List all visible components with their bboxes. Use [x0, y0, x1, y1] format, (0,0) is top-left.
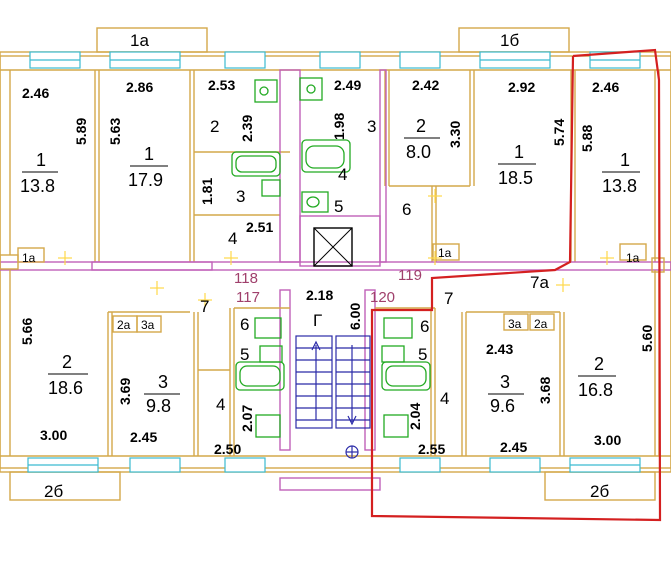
- apt-b-depth: 5.63: [107, 118, 123, 145]
- tag-120: 120: [370, 289, 395, 306]
- apt-h-hall-number: 7: [444, 289, 453, 308]
- small-door-marks: [0, 243, 665, 333]
- apt-g-service-4: 4: [216, 395, 225, 414]
- apt-a-room-number: 1: [36, 150, 46, 170]
- apt-g-depth: 3.69: [117, 378, 133, 405]
- apt-i-room-area: 16.8: [578, 380, 613, 400]
- service-left-width: 2.53: [208, 77, 235, 93]
- apt-h-service-height: 2.04: [407, 403, 423, 430]
- apt-f-width: 3.00: [40, 427, 67, 443]
- service-left-height: 2.39: [239, 115, 255, 142]
- top-interior-walls: [9, 70, 660, 262]
- apt-a-room-area: 13.8: [20, 176, 55, 196]
- stair-letter: Г: [313, 311, 322, 330]
- apt-h-tag-2a: 2а: [534, 317, 548, 331]
- service-left-room-4: 4: [228, 229, 237, 248]
- apt-e-width: 2.46: [592, 79, 619, 95]
- apt-c-room-area: 8.0: [406, 142, 431, 162]
- apt-b-width: 2.86: [126, 79, 153, 95]
- apt-f-depth: 5.66: [19, 318, 35, 345]
- top-balconies: [96, 27, 570, 53]
- apt-e-room-area: 13.8: [602, 176, 637, 196]
- apt-g-tag-2a: 2а: [117, 318, 131, 332]
- apt-b-hall-height: 1.81: [199, 178, 215, 205]
- service-left-hall-width: 2.51: [246, 219, 273, 235]
- apt-h-tag-7a: 7а: [530, 273, 549, 292]
- apt-c-depth: 3.30: [447, 121, 463, 148]
- bottom-balconies: [9, 471, 656, 501]
- apt-d-room-number: 1: [514, 142, 524, 162]
- center-room-3: 3: [367, 117, 376, 136]
- tag-117: 117: [236, 289, 260, 306]
- apt-e-room-number: 1: [620, 150, 630, 170]
- apt-e-loggia: 1а: [626, 251, 640, 265]
- apt-f-room-area: 18.6: [48, 378, 83, 398]
- apt-c-room-number: 2: [416, 116, 426, 136]
- center-service-height: 1.98: [331, 113, 347, 140]
- apt-g-service-6: 6: [240, 315, 249, 334]
- apt-h-service-5: 5: [418, 345, 427, 364]
- apt-h-service-4: 4: [440, 389, 449, 408]
- apt-d-room-area: 18.5: [498, 168, 533, 188]
- center-service-width: 2.49: [334, 77, 361, 93]
- tag-119: 119: [398, 267, 422, 284]
- apt-i-depth: 5.60: [639, 325, 655, 352]
- apt-g-hall-number: 7: [200, 297, 209, 316]
- center-room-4: 4: [338, 165, 347, 184]
- apt-h-tag-3a: 3а: [508, 317, 522, 331]
- apt-h-top-width: 2.43: [486, 341, 513, 357]
- apt-g-room-area: 9.8: [146, 396, 171, 416]
- top-windows: [29, 51, 641, 69]
- apt-h-room-number: 3: [500, 372, 510, 392]
- apt-a-width: 2.46: [22, 85, 49, 101]
- apt-a-depth: 5.89: [73, 118, 89, 145]
- bathroom-fixtures: [231, 77, 431, 438]
- apt-g-service-5: 5: [240, 345, 249, 364]
- corridor-left-small: 1а: [22, 251, 36, 265]
- service-left-room-2: 2: [210, 117, 219, 136]
- balcony-label-top-right: 1б: [500, 31, 519, 50]
- apt-e-depth: 5.88: [579, 125, 595, 152]
- stair-height: 6.00: [347, 303, 363, 330]
- apt-c-width: 2.42: [412, 77, 439, 93]
- service-left-room-3: 3: [236, 187, 245, 206]
- highlighted-apartment-outline: [370, 48, 662, 522]
- apt-h-room-area: 9.6: [490, 396, 515, 416]
- center-room-5: 5: [334, 197, 343, 216]
- apt-g-width: 2.45: [130, 429, 157, 445]
- labels: 1а 1б 2б 2б 2.46 5.89 1 13.8 2.86 5.63 1…: [19, 31, 655, 501]
- bottom-windows: [27, 457, 641, 473]
- apt-h-depth: 3.68: [537, 377, 553, 404]
- balcony-label-top-left: 1а: [130, 31, 149, 50]
- apt-h-service-6: 6: [420, 317, 429, 336]
- apt-g-room-number: 3: [158, 372, 168, 392]
- bottom-interior-walls: [9, 270, 660, 456]
- balcony-label-bottom-left: 2б: [44, 482, 63, 501]
- apt-h-width: 2.45: [500, 439, 527, 455]
- apt-i-width: 3.00: [594, 432, 621, 448]
- stair-width: 2.18: [306, 287, 333, 303]
- apt-f-room-number: 2: [62, 352, 72, 372]
- staircase: [295, 335, 371, 459]
- tag-118: 118: [234, 270, 258, 287]
- apt-d-width: 2.92: [508, 79, 535, 95]
- balcony-label-bottom-right: 2б: [590, 482, 609, 501]
- apt-h-service-width: 2.55: [418, 441, 445, 457]
- apt-g-service-width: 2.50: [214, 441, 241, 457]
- apt-d-loggia: 1а: [438, 246, 452, 260]
- apt-g-service-height: 2.07: [239, 405, 255, 432]
- apt-c-hall-number: 6: [402, 200, 411, 219]
- apt-d-depth: 5.74: [551, 119, 567, 146]
- apt-b-room-area: 17.9: [128, 170, 163, 190]
- elevator-shaft-icon: [313, 227, 353, 267]
- apt-b-room-number: 1: [144, 144, 154, 164]
- yellow-cross-marks: [58, 189, 614, 307]
- apt-g-tag-3a: 3а: [141, 318, 155, 332]
- apt-i-room-number: 2: [594, 354, 604, 374]
